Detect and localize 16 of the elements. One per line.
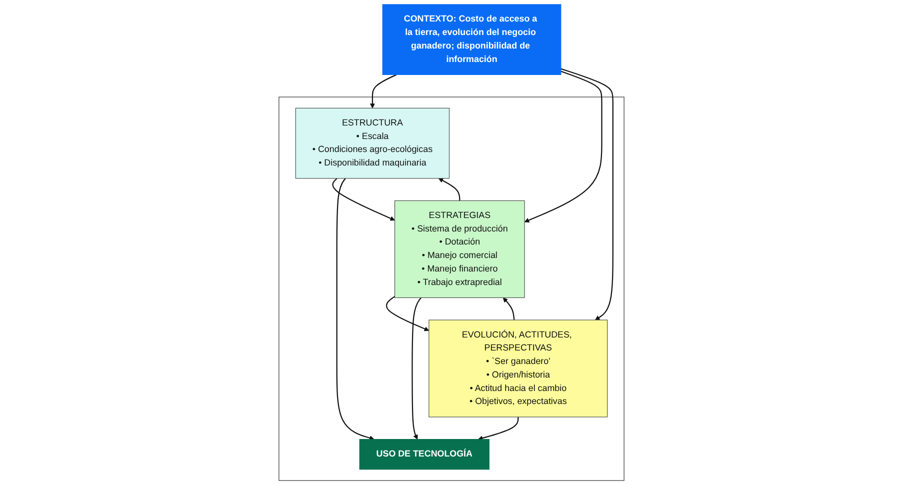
- node-box: CONTEXTO: Costo de acceso a la tierra, evolución del negocio ganadero; disponibilidad de información: [382, 4, 562, 75]
- arrow: [560, 68, 614, 320]
- node-box: ESTRATEGIAS • Sistema de producción • Dotación • Manejo comercial • Manejo financiero • Trabajo extrapredial: [394, 200, 525, 298]
- arrow: [502, 297, 515, 320]
- cluster: [278, 96, 624, 481]
- arrow: [336, 178, 374, 440]
- node-box: ESTRUCTURA • Escala • Condiciones agro-ecológicas • Disponibilidad maquinaria: [295, 108, 450, 179]
- node-box: USO DE TECNOLOGÍA: [359, 439, 490, 470]
- arrow: [412, 297, 422, 440]
- arrow: [370, 74, 397, 108]
- arrow: [524, 70, 602, 222]
- node-box: EVOLUCIÓN, ACTITUDES, PERSPECTIVAS • `Ser ganadero' • Origen/historia • Actitud hacia el cambio • Objetivos, expectativas: [428, 320, 608, 418]
- arrow: [438, 178, 460, 201]
- arrow: [478, 417, 519, 440]
- arrow: [332, 178, 395, 221]
- arrow: [386, 296, 430, 332]
